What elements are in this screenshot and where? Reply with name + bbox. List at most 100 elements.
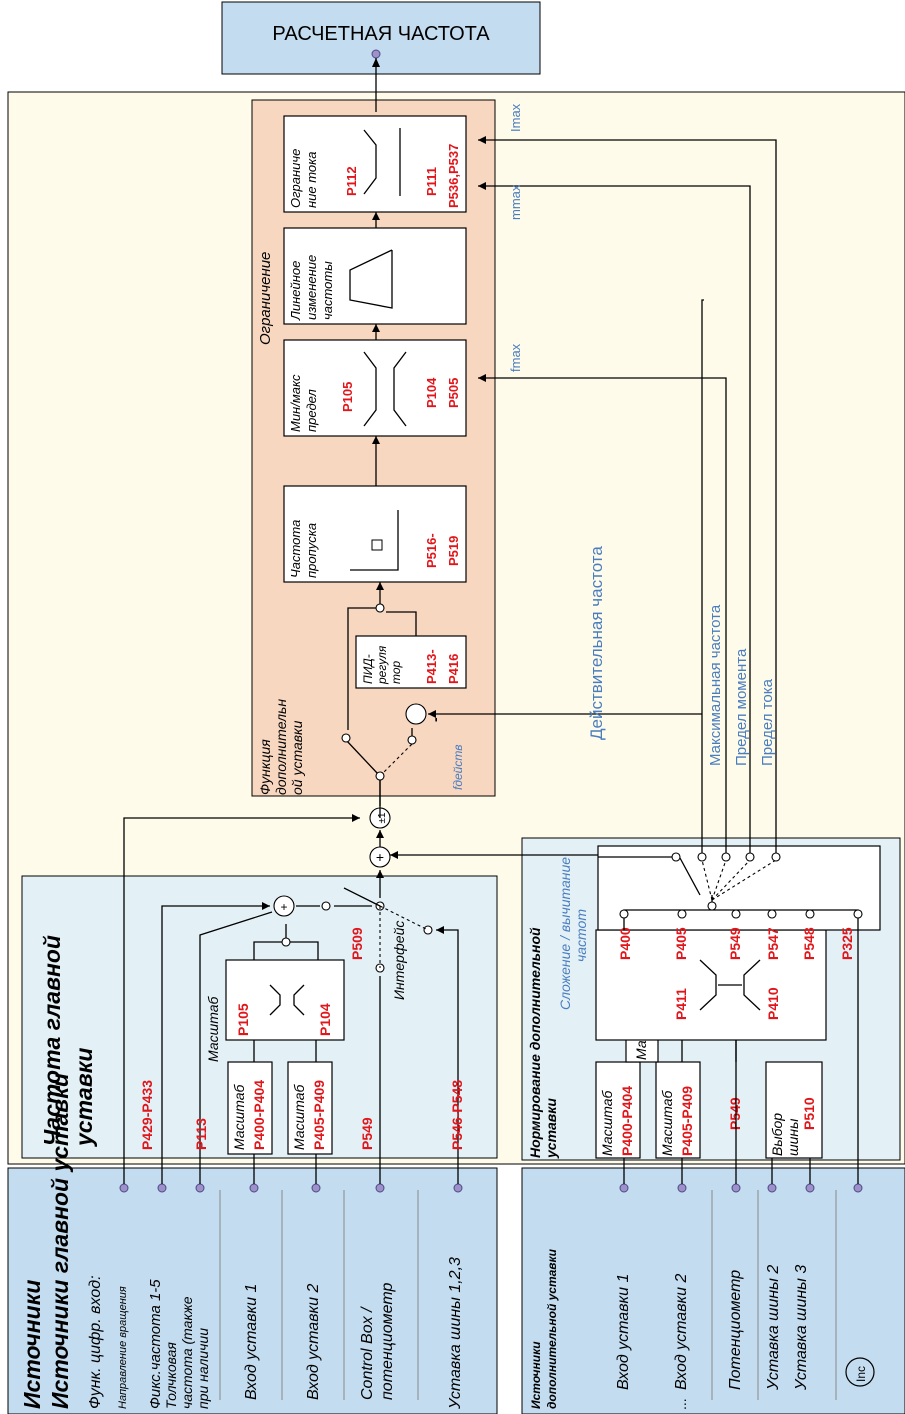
pid-label-1: ПИД- bbox=[361, 654, 375, 684]
minmax-label-1: Мин/макс bbox=[288, 374, 303, 432]
main-sources-title-1: Источники bbox=[19, 1280, 45, 1409]
svg-text:P549: P549 bbox=[727, 927, 743, 960]
imax-label: Imax bbox=[508, 103, 523, 132]
main-p429: P429-P433 bbox=[139, 1080, 155, 1150]
torque-limit-label: Предел момента bbox=[733, 648, 750, 766]
aux-dash-lines bbox=[701, 859, 777, 901]
block-p536-537: P536,P537 bbox=[446, 144, 461, 208]
output-box bbox=[221, 1, 541, 75]
aux-sources-title-2: дополнительной уставки bbox=[545, 1248, 559, 1409]
aux-bus-select-label: Выбор bbox=[769, 1113, 785, 1156]
aux-ellipsis: ... bbox=[673, 1398, 689, 1410]
aux-pot-label: Потенциометр bbox=[727, 1270, 744, 1390]
aux-bus-select-label-2: шины bbox=[785, 1118, 801, 1156]
main-sources-panel bbox=[7, 1167, 498, 1414]
svg-text:P547: P547 bbox=[765, 927, 781, 960]
main-minmax-glyph-1 bbox=[269, 984, 281, 1016]
current-limit-label-2: ние тока bbox=[304, 151, 319, 208]
aux-p400-404: P400-P404 bbox=[619, 1086, 635, 1156]
pid-sum-node bbox=[405, 703, 427, 725]
fixed-freq-label: Фикс.частота 1-5 bbox=[147, 1279, 164, 1409]
main-feed-lines bbox=[123, 780, 600, 1184]
limitation-lines bbox=[345, 212, 702, 818]
svg-text:P325: P325 bbox=[839, 927, 855, 960]
aux-bus2-label: Уставка шины 2 bbox=[765, 1265, 782, 1391]
output-pin bbox=[371, 49, 381, 59]
svg-text:±1: ±1 bbox=[377, 812, 388, 823]
aux-sources-title-1: Источники bbox=[529, 1341, 543, 1409]
jog-label-1: Толчковая bbox=[163, 1342, 179, 1409]
aux-p405-409: P405-P409 bbox=[679, 1086, 695, 1156]
svg-text:P405: P405 bbox=[673, 927, 689, 960]
control-box-label-1: Control Box / bbox=[359, 1306, 376, 1400]
source-dividers bbox=[219, 1190, 837, 1400]
aux-norm-title-1: Нормирование дополнительной bbox=[527, 927, 543, 1158]
aux-scale1-box bbox=[595, 1061, 641, 1159]
pid-box bbox=[355, 635, 467, 689]
actual-freq-label: Действительная частота bbox=[587, 546, 606, 740]
main-input2-label: Вход уставки 2 bbox=[305, 1284, 322, 1400]
aux-p410: P410 bbox=[765, 987, 781, 1020]
skip-label-2: пропуска bbox=[304, 523, 319, 578]
ramp-box bbox=[283, 227, 467, 325]
main-input1-label: Вход уставки 1 bbox=[243, 1284, 260, 1400]
aux-p411: P411 bbox=[673, 988, 689, 1020]
svg-text:+: + bbox=[280, 900, 287, 914]
aux-input2-label: Вход уставки 2 bbox=[673, 1274, 690, 1390]
block-p516: P516- bbox=[424, 533, 439, 568]
main-scale1-box bbox=[227, 1061, 273, 1155]
aux-norm-title-2: уставки bbox=[543, 1098, 559, 1159]
output-title: РАСЧЕТНАЯ ЧАСТОТА bbox=[272, 23, 490, 45]
aux-func-title-2: дополнительн bbox=[273, 699, 289, 795]
main-sources-title: Источники главной уставки bbox=[47, 1073, 73, 1409]
inc-icon bbox=[845, 1357, 875, 1387]
mmax-label: mmax bbox=[508, 184, 523, 220]
aux-feed-lines bbox=[478, 139, 859, 1184]
main-freq-title: Частота главной bbox=[39, 935, 65, 1146]
main-p400-404: P400-P404 bbox=[251, 1080, 267, 1150]
block-p505: P505 bbox=[446, 378, 461, 408]
pid-p413: P413- bbox=[424, 649, 439, 684]
pid-minus: - bbox=[427, 717, 443, 722]
main-scale2-label: Масштаб bbox=[291, 1083, 307, 1150]
current-limit-box bbox=[283, 115, 467, 213]
aux-input1-label: Вход уставки 1 bbox=[615, 1274, 632, 1390]
svg-text:P548: P548 bbox=[801, 927, 817, 960]
inc-label: Inc bbox=[854, 1366, 868, 1382]
pid-label-3: тор bbox=[389, 660, 403, 684]
add-sub-title-1: Сложение / вычитание bbox=[557, 857, 573, 1010]
aux-nodes bbox=[619, 852, 863, 919]
aux-sum-node bbox=[369, 846, 391, 868]
aux-sources-panel bbox=[521, 1167, 905, 1414]
jog-label-2: частота (также bbox=[179, 1296, 195, 1409]
add-sub-title-2: частот bbox=[573, 909, 589, 962]
main-minmax-glyph-2 bbox=[293, 984, 305, 1016]
main-scale1-label: Масштаб bbox=[231, 1083, 247, 1150]
main-p113: P113 bbox=[193, 1118, 209, 1150]
current-limit-label-1: Ограниче bbox=[288, 149, 303, 208]
main-freq-title-2: уставки bbox=[71, 1048, 97, 1147]
aux-select-params: P400 P405 P549 P547 P548 P325 bbox=[617, 927, 855, 960]
aux-scale1-label: Масштаб bbox=[599, 1089, 615, 1156]
main-scale2-box bbox=[287, 1061, 333, 1155]
aux-func-title-3: ой уставки bbox=[289, 720, 305, 795]
switch-nodes bbox=[281, 887, 433, 973]
main-p549: P549 bbox=[359, 1117, 375, 1150]
svg-text:P400: P400 bbox=[617, 927, 633, 960]
block-p111: P111 bbox=[424, 167, 439, 196]
aux-p549: P549 bbox=[727, 1097, 743, 1130]
minmax-label-2: предел bbox=[304, 389, 319, 432]
output-arrow bbox=[372, 58, 380, 67]
main-p546-548: P546-P548 bbox=[449, 1080, 465, 1150]
block-p104: P104 bbox=[424, 377, 439, 408]
jog-label-3: при наличии bbox=[195, 1328, 211, 1409]
aux-bus3-label: Уставка шины 3 bbox=[793, 1265, 810, 1391]
pid-p416: P416 bbox=[446, 654, 461, 684]
main-minmax-box bbox=[225, 959, 345, 1041]
func-digital-label: Функ. цифр. вход: bbox=[87, 1275, 104, 1409]
main-interface: Интерфейс bbox=[391, 921, 407, 1000]
block-p519: P519 bbox=[446, 536, 461, 566]
main-scale3-label: Масштаб bbox=[205, 995, 221, 1062]
